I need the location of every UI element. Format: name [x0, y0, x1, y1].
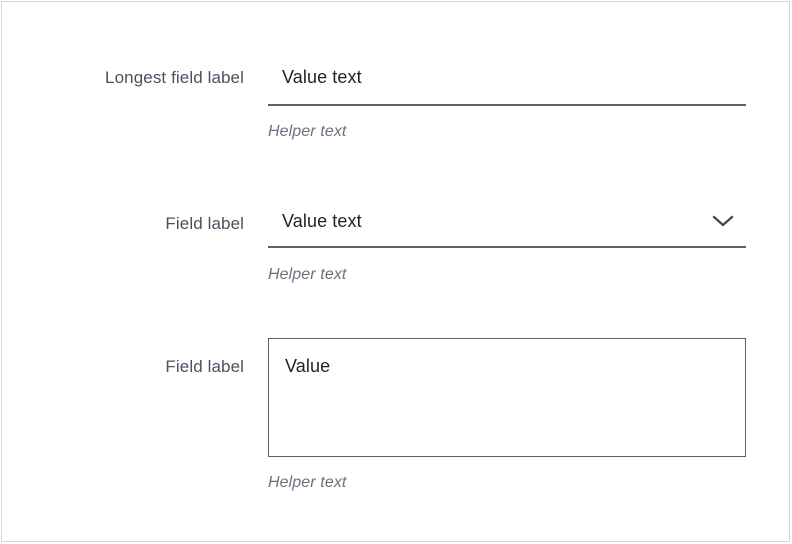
select-value[interactable]: Value text — [282, 211, 362, 231]
text-input-underline — [268, 104, 746, 106]
textarea-wrapper[interactable]: Value — [268, 338, 746, 457]
helper-text-text-field: Helper text — [268, 123, 347, 140]
select-underline — [268, 246, 746, 248]
chevron-down-icon[interactable] — [710, 213, 736, 229]
field-label-select: Field label — [165, 214, 244, 233]
field-label-textarea: Field label — [165, 357, 244, 376]
text-input-wrapper[interactable]: Value text — [268, 66, 746, 106]
field-label-text: Longest field label — [105, 68, 244, 87]
textarea-value[interactable]: Value — [285, 356, 331, 376]
helper-text-select-field: Helper text — [268, 266, 347, 283]
select-control[interactable]: Value text — [268, 210, 746, 246]
textarea-control[interactable]: Value — [268, 338, 746, 457]
select-wrapper[interactable]: Value text — [268, 210, 746, 248]
text-input-value[interactable]: Value text — [282, 67, 362, 87]
helper-text-textarea-field: Helper text — [268, 474, 347, 491]
